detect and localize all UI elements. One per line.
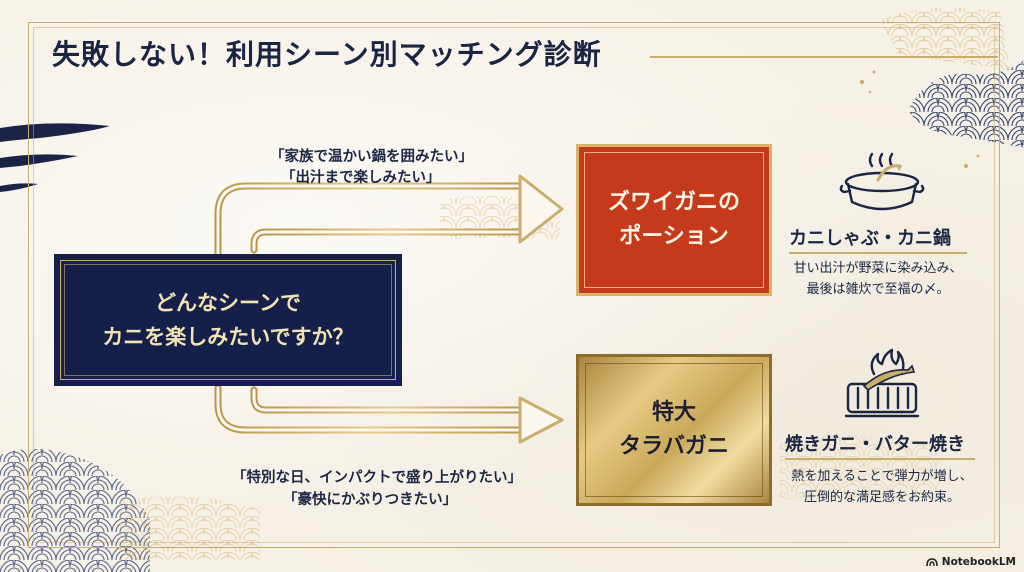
dish-desc-grill-line-1: 熱を加えることで弾力が増し、	[791, 469, 973, 484]
bottom-quote-1: 「特別な日、インパクトで盛り上がりたい」	[232, 470, 522, 486]
dish-underline-nabe	[789, 252, 967, 254]
grill-crab-icon	[844, 348, 920, 418]
top-quote-2: 「出汁まで楽しみたい」	[281, 170, 441, 186]
dish-title-grill: 焼きガニ・バター焼き	[785, 434, 965, 455]
dish-desc-grill-line-2: 圧倒的な満足感をお約束。	[803, 490, 960, 505]
nabe-pot-icon	[839, 152, 925, 211]
notebooklm-watermark: NotebookLM	[925, 556, 1016, 568]
top-quote-1: 「家族で温かい鍋を囲みたい」	[270, 149, 473, 165]
outer-frame	[28, 22, 1000, 548]
footer-brand: NotebookLM	[941, 556, 1016, 568]
dish-desc-nabe-line-1: 甘い出汁が野菜に染み込み、	[793, 261, 963, 276]
dish-desc-nabe: 甘い出汁が野菜に染み込み、 最後は雑炊で至福の〆。	[774, 258, 982, 300]
bottom-quote-2: 「豪快にかぶりつきたい」	[283, 492, 458, 508]
product-tarabagani-line-1: 特大	[651, 400, 696, 425]
product-box-tarabagani: 特大 タラバガニ	[576, 354, 772, 506]
product-zuwaigani-line-1: ズワイガニの	[607, 190, 740, 215]
notebooklm-logo-icon	[925, 558, 938, 567]
question-line-1: どんなシーンで	[155, 291, 301, 315]
inner-frame	[33, 27, 995, 543]
title-divider	[650, 56, 998, 58]
dish-desc-grill: 熱を加えることで弾力が増し、 圧倒的な満足感をお約束。	[774, 466, 990, 508]
page-title: 失敗しない！利用シーン別マッチング診断	[52, 38, 602, 71]
question-line-2: カニを楽しみたいですか？	[102, 325, 354, 349]
dish-desc-nabe-line-2: 最後は雑炊で至福の〆。	[806, 282, 950, 297]
product-tarabagani-line-2: タラバガニ	[619, 434, 729, 459]
dish-underline-grill	[785, 458, 975, 460]
dish-title-nabe: カニしゃぶ・カニ鍋	[789, 228, 951, 249]
question-box: どんなシーンで カニを楽しみたいですか？	[54, 254, 402, 386]
product-box-zuwaigani: ズワイガニの ポーション	[576, 144, 772, 296]
product-zuwaigani-line-2: ポーション	[619, 224, 729, 249]
